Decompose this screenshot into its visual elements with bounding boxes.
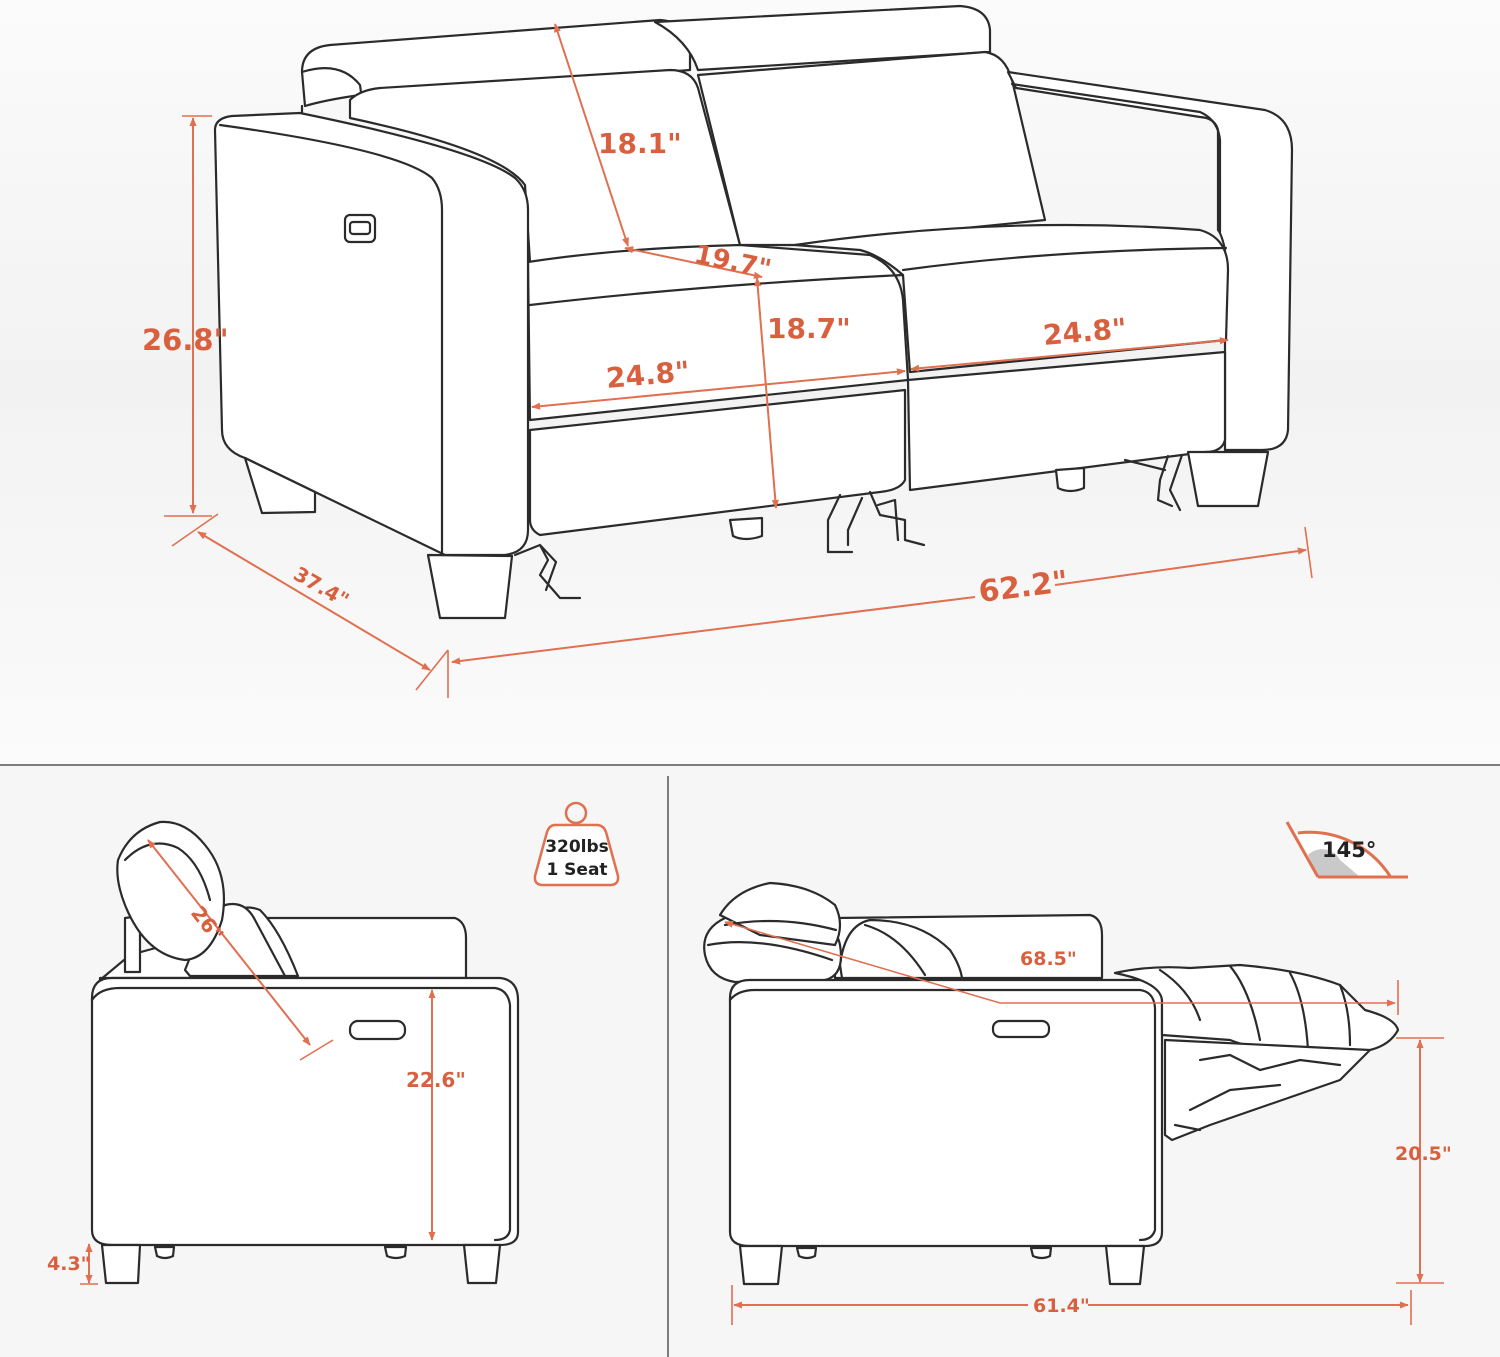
recline-angle-label: 145° (1322, 838, 1376, 862)
headrest-height-label: 18.1" (598, 127, 682, 160)
footrest-height-label: 20.5" (1395, 1143, 1452, 1165)
loveseat-perspective-drawing (213, 4, 1294, 620)
overall-height-label: 26.8" (142, 323, 229, 357)
top-dimensions: 18.1" 19.7" 18.7" 24.8" 24.8" 26.8" 37.4… (142, 23, 1313, 698)
arm-height-label: 22.6" (406, 1068, 466, 1092)
seat-height-label: 18.7" (767, 312, 851, 345)
capacity-weight: 320lbs (545, 837, 609, 857)
leg-height-label: 4.3" (47, 1253, 91, 1275)
right-seat-width-label: 24.8" (1042, 312, 1128, 352)
left-seat-width-label: 24.8" (605, 355, 691, 395)
side-view-reclined-dimensions: 68.5" 20.5" 61.4" (724, 920, 1452, 1325)
recline-button-top (343, 213, 377, 244)
weight-icon (564, 801, 588, 825)
recline-button-reclined (991, 1019, 1051, 1039)
capacity-badge: 320lbs 1 Seat (533, 801, 620, 887)
recline-angle-icon: 145° (1285, 821, 1408, 879)
recline-button-side (348, 1019, 407, 1041)
capacity-seats: 1 Seat (546, 860, 607, 880)
reclined-length-label: 68.5" (1020, 948, 1077, 970)
reclined-depth-label: 61.4" (1033, 1295, 1090, 1317)
